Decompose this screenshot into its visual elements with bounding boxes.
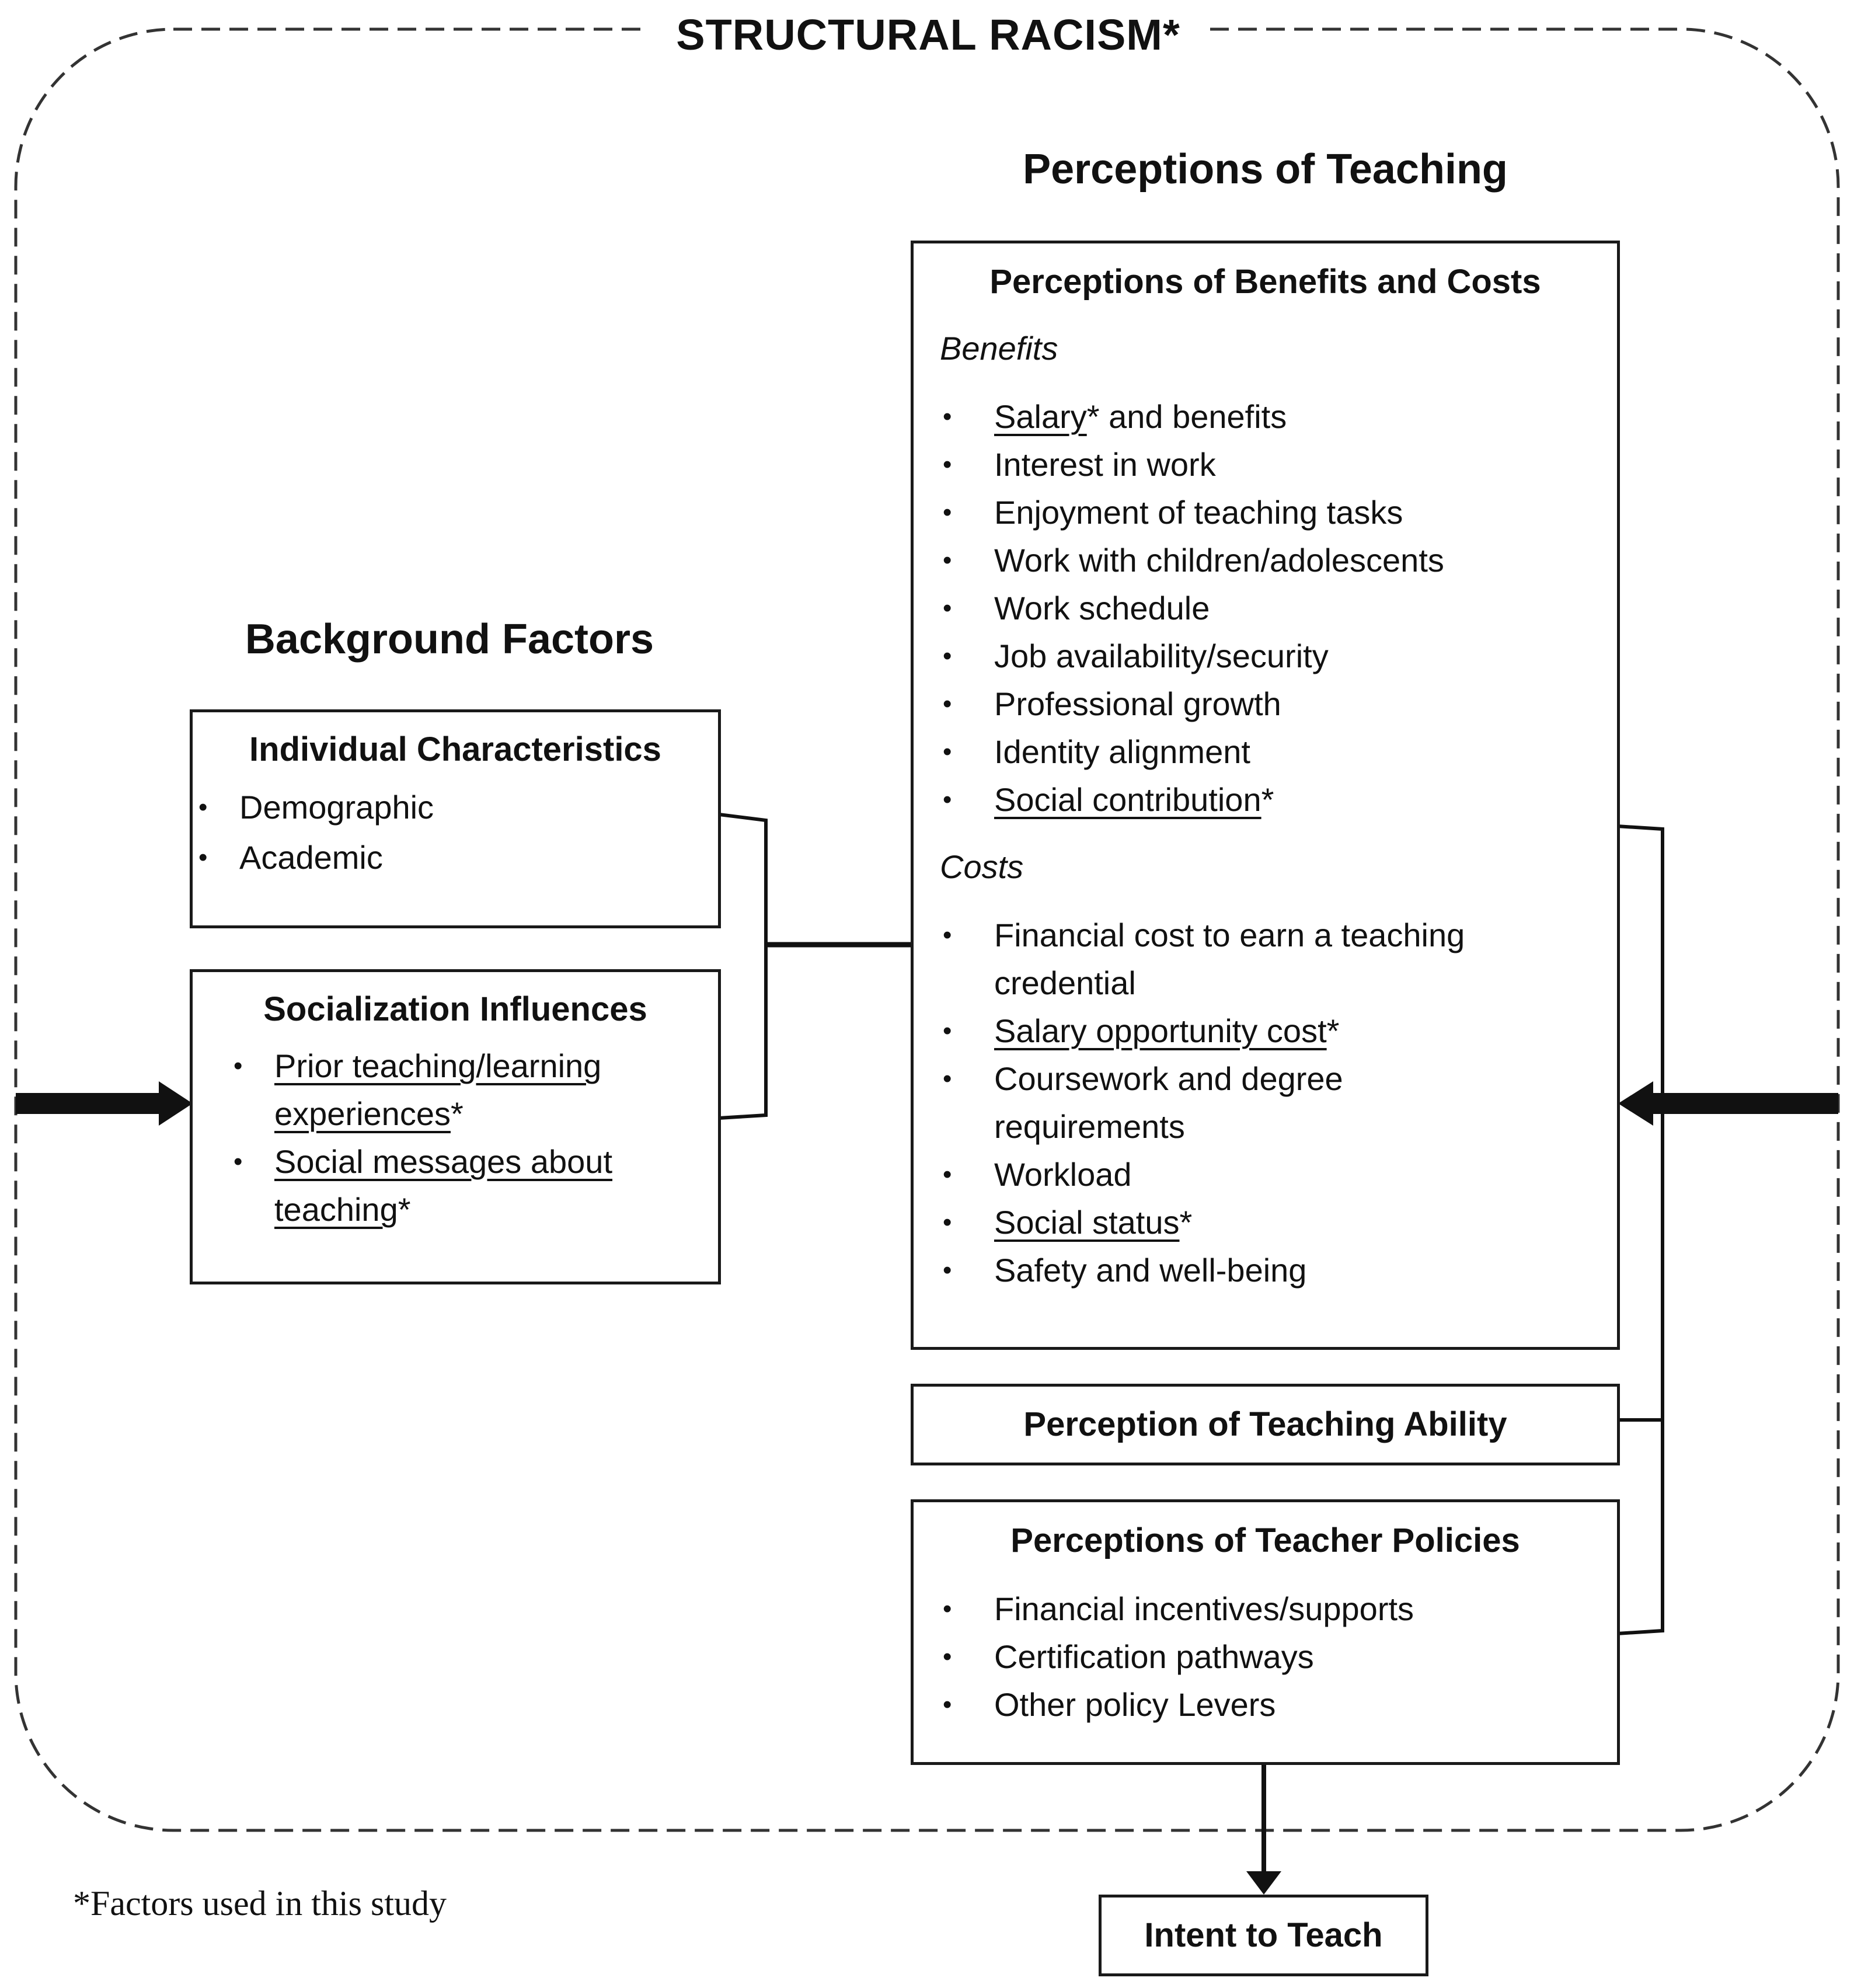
- bullet-icon: •: [943, 921, 952, 949]
- list-item: •Certification pathways: [943, 1633, 1617, 1681]
- intent-arrowhead: [1246, 1871, 1281, 1895]
- intent-to-teach-label: Intent to Teach: [1144, 1916, 1383, 1954]
- benefits-label: Benefits: [940, 330, 1058, 367]
- bullet-icon: •: [943, 1208, 952, 1237]
- background-factors-heading: Background Factors: [245, 616, 654, 663]
- list-item: •Salary opportunity cost*: [943, 1007, 1617, 1055]
- bullet-icon: •: [943, 1256, 952, 1284]
- socialization-influences-title: Socialization Influences: [263, 990, 647, 1028]
- bullet-icon: •: [943, 402, 952, 431]
- background-bracket: [719, 813, 768, 1120]
- left-structural-arrow: [16, 1081, 193, 1126]
- individual-characteristics-title: Individual Characteristics: [249, 730, 661, 768]
- bullet-icon: •: [943, 1642, 952, 1671]
- list-item: •Work with children/adolescents: [943, 537, 1617, 584]
- benefits-list: •Salary* and benefits •Interest in work …: [943, 393, 1617, 824]
- list-item: •Demographic: [198, 782, 718, 833]
- list-item: •Social status*: [943, 1199, 1617, 1247]
- teacher-policies-box: Perceptions of Teacher Policies •Financi…: [911, 1499, 1620, 1765]
- intent-to-teach-box: Intent to Teach: [1099, 1895, 1428, 1976]
- list-item: •Interest in work: [943, 441, 1617, 489]
- structural-racism-title: STRUCTURAL RACISM*: [648, 3, 1208, 67]
- bullet-icon: •: [943, 1160, 952, 1189]
- bullet-icon: •: [943, 785, 952, 814]
- list-item: •Safety and well-being: [943, 1247, 1617, 1294]
- list-item: •Identity alignment: [943, 728, 1617, 776]
- teacher-policies-list: •Financial incentives/supports •Certific…: [943, 1585, 1617, 1729]
- list-item: •Salary* and benefits: [943, 393, 1617, 441]
- list-item: •Academic: [198, 833, 718, 883]
- teaching-ability-title: Perception of Teaching Ability: [1023, 1405, 1507, 1443]
- bullet-icon: •: [198, 793, 208, 821]
- costs-label: Costs: [940, 848, 1024, 885]
- teacher-policies-title: Perceptions of Teacher Policies: [1010, 1522, 1520, 1559]
- list-item: •Other policy Levers: [943, 1681, 1617, 1729]
- perceptions-bracket: [1616, 824, 1664, 1635]
- bullet-icon: •: [234, 1147, 243, 1176]
- bullet-icon: •: [943, 594, 952, 622]
- perceptions-of-teaching-heading: Perceptions of Teaching: [1023, 146, 1508, 193]
- list-item: •Financial incentives/supports: [943, 1585, 1617, 1633]
- bullet-icon: •: [943, 1690, 952, 1719]
- bullet-icon: •: [943, 642, 952, 670]
- bullet-icon: •: [943, 1594, 952, 1623]
- individual-characteristics-list: •Demographic •Academic: [198, 782, 718, 883]
- right-structural-arrow: [1618, 1081, 1838, 1126]
- bullet-icon: •: [943, 546, 952, 575]
- list-item: •Professional growth: [943, 680, 1617, 728]
- bullet-icon: •: [943, 498, 952, 527]
- list-item: •Workload: [943, 1151, 1617, 1199]
- bullet-icon: •: [943, 737, 952, 766]
- list-item: •Work schedule: [943, 584, 1617, 632]
- bullet-icon: •: [198, 843, 208, 872]
- list-item: •Social contribution*: [943, 776, 1617, 824]
- bullet-icon: •: [234, 1052, 243, 1080]
- list-item: •Enjoyment of teaching tasks: [943, 489, 1617, 537]
- individual-characteristics-box: Individual Characteristics •Demographic …: [190, 709, 721, 928]
- socialization-influences-box: Socialization Influences •Prior teaching…: [190, 969, 721, 1284]
- bullet-icon: •: [943, 450, 952, 479]
- list-item: •Job availability/security: [943, 632, 1617, 680]
- benefits-costs-box: Perceptions of Benefits and Costs Benefi…: [911, 241, 1620, 1350]
- bullet-icon: •: [943, 1064, 952, 1093]
- teaching-ability-box: Perception of Teaching Ability: [911, 1384, 1620, 1465]
- footnote: *Factors used in this study: [73, 1884, 447, 1923]
- bullet-icon: •: [943, 1016, 952, 1045]
- benefits-costs-title: Perceptions of Benefits and Costs: [989, 263, 1541, 301]
- bullet-icon: •: [943, 690, 952, 718]
